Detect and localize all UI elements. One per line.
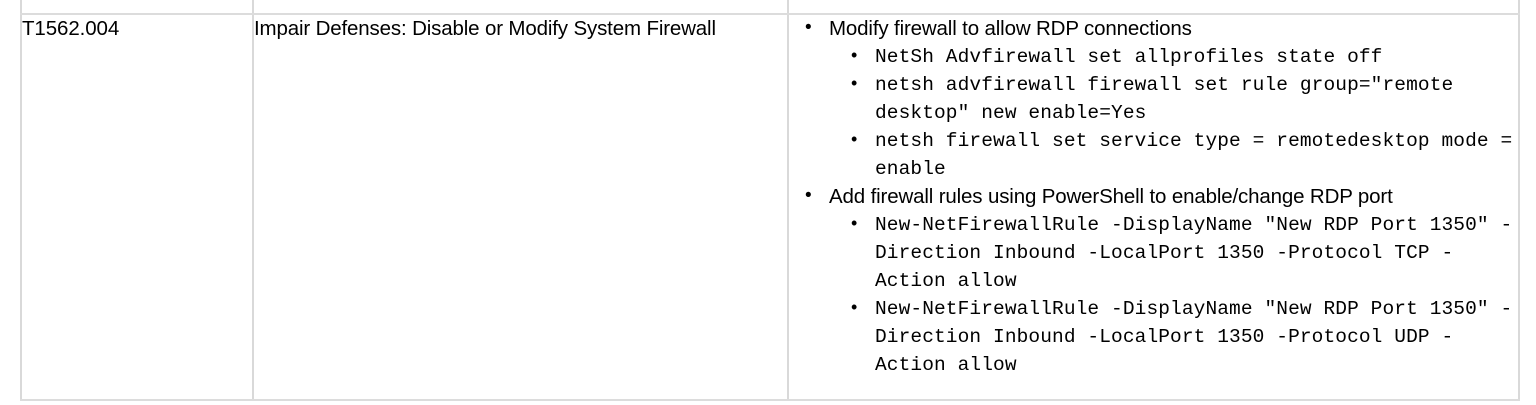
table-row-clipped-above: [20, 0, 1520, 15]
clipped-cell-name: [252, 0, 789, 15]
procedure-list: Modify firewall to allow RDP connections…: [789, 14, 1525, 379]
command-item: New-NetFirewallRule -DisplayName "New RD…: [829, 293, 1518, 379]
procedure-group: Modify firewall to allow RDP connections…: [789, 14, 1525, 183]
command-text: New-NetFirewallRule -DisplayName "New RD…: [875, 214, 1513, 292]
command-text: NetSh Advfirewall set allprofiles state …: [875, 46, 1383, 68]
command-item: New-NetFirewallRule -DisplayName "New RD…: [829, 209, 1518, 295]
command-item: NetSh Advfirewall set allprofiles state …: [829, 41, 1518, 71]
command-text: netsh firewall set service type = remote…: [875, 130, 1525, 180]
command-item: netsh firewall set service type = remote…: [829, 125, 1525, 183]
command-text: New-NetFirewallRule -DisplayName "New RD…: [875, 298, 1513, 376]
command-item: netsh advfirewall firewall set rule grou…: [829, 69, 1518, 127]
procedure-group-label: Modify firewall to allow RDP connections: [829, 17, 1192, 40]
command-text: netsh advfirewall firewall set rule grou…: [875, 74, 1466, 124]
command-list: NetSh Advfirewall set allprofiles state …: [829, 41, 1525, 183]
clipped-cell-procedures: [787, 0, 1520, 15]
technique-name-cell: Impair Defenses: Disable or Modify Syste…: [252, 14, 789, 401]
technique-id-cell: T1562.004: [20, 14, 254, 401]
procedure-group-label: Add firewall rules using PowerShell to e…: [829, 185, 1393, 208]
table-row: T1562.004 Impair Defenses: Disable or Mo…: [20, 14, 1525, 401]
technique-table: T1562.004 Impair Defenses: Disable or Mo…: [20, 0, 1520, 401]
procedures-cell: Modify firewall to allow RDP connections…: [787, 14, 1525, 401]
clipped-cell-id: [20, 0, 254, 15]
procedure-group: Add firewall rules using PowerShell to e…: [789, 182, 1518, 379]
command-list: New-NetFirewallRule -DisplayName "New RD…: [829, 209, 1518, 379]
